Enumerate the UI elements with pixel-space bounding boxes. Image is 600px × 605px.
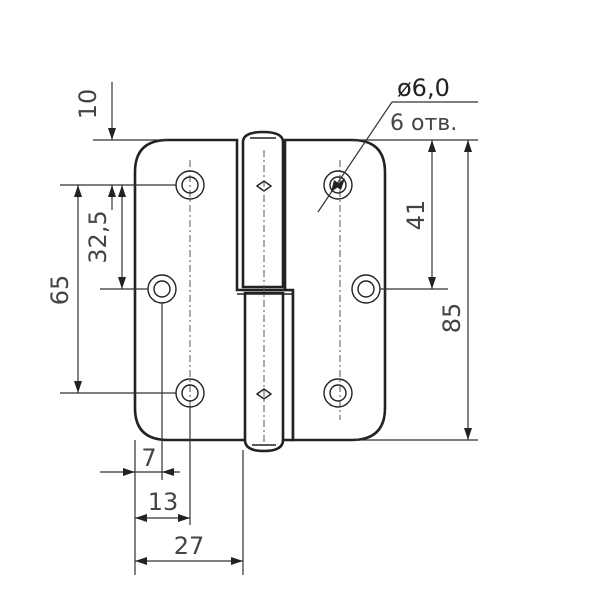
label-hole-count: 6 отв. [390,111,457,136]
hole-right-top [323,170,353,200]
label-edge-to-hole: 7 [141,444,156,472]
center-lines [189,150,341,445]
label-height: 85 [438,303,466,334]
dimension-lines [74,82,478,565]
upper-pin-mark [255,180,273,192]
upper-knuckle [241,130,285,289]
label-pin-to-hole: 41 [402,200,430,231]
dimension-labels: 10 32,5 65 41 85 7 13 27 ø6,0 6 отв. [46,74,466,560]
label-half-spacing: 32,5 [84,210,112,263]
label-hole-spacing: 65 [46,275,74,306]
hole-callout-leader [317,101,393,213]
hinge-body [133,130,387,453]
label-leaf-width: 27 [174,532,205,560]
label-top-offset: 10 [74,89,102,120]
hole-right-bottom [323,378,353,408]
label-hole-diameter: ø6,0 [397,74,450,102]
label-edge-to-center: 13 [148,488,179,516]
lower-pin-mark [255,388,273,400]
extension-lines [60,139,478,575]
